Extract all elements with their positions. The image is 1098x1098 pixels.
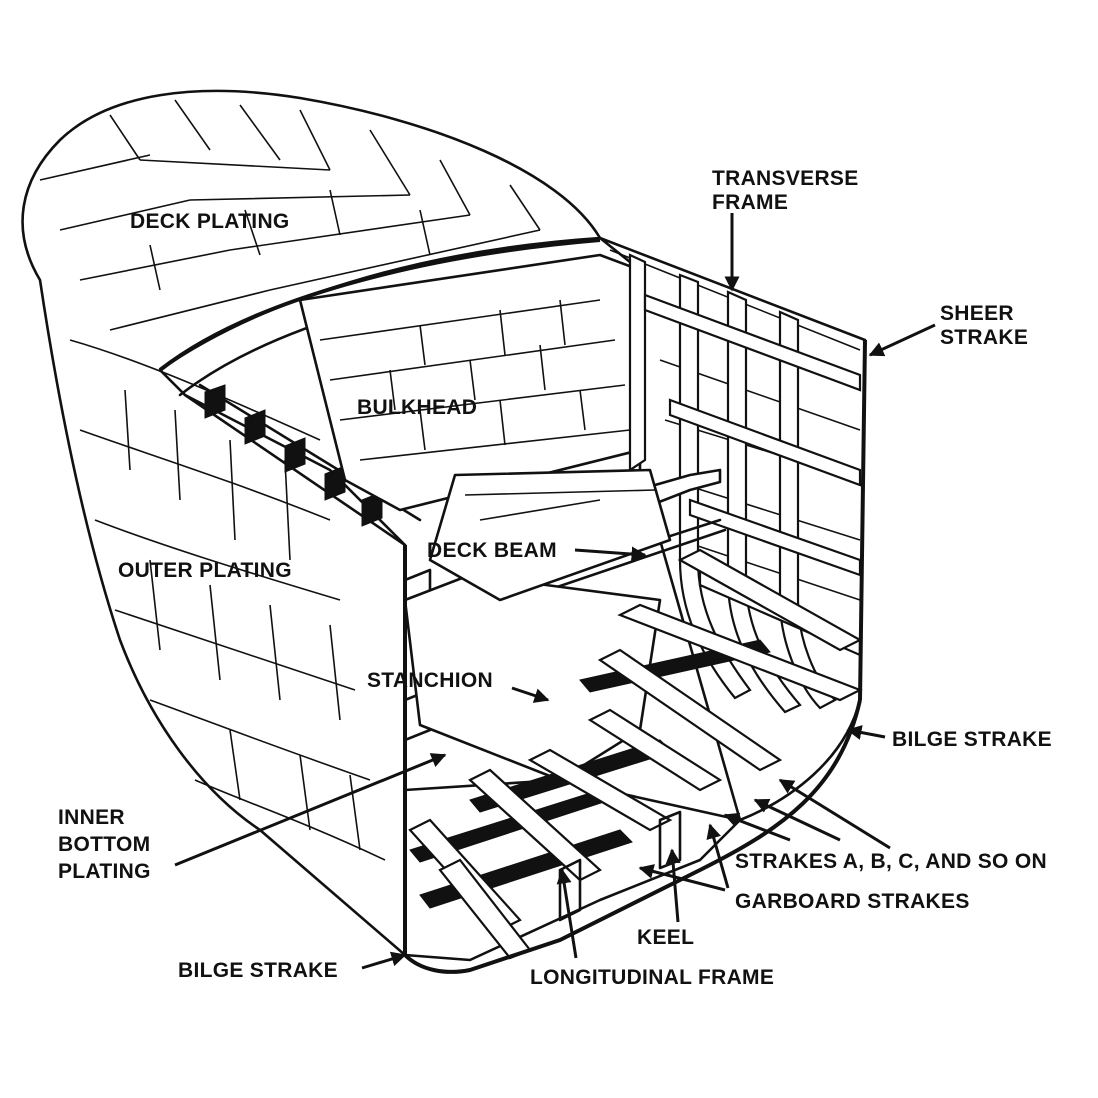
label-outer-plating: OUTER PLATING <box>118 559 292 582</box>
label-strakes-abc: STRAKES A, B, C, AND SO ON <box>735 850 1047 873</box>
outer-plating <box>69 339 386 861</box>
inner-bottom-plating <box>403 468 672 782</box>
label-bilge-strake-left: BILGE STRAKE <box>178 959 338 982</box>
label-sheer-strake-line2: STRAKE <box>940 326 1028 349</box>
label-bulkhead: BULKHEAD <box>357 396 477 419</box>
label-transverse-frame-line1: TRANSVERSE <box>712 167 859 190</box>
label-deck-beam: DECK BEAM <box>427 539 557 562</box>
deck-plating <box>39 99 541 331</box>
label-sheer-strake-line1: SHEER <box>940 302 1014 325</box>
diagram-labels: DECK PLATING TRANSVERSE FRAME SHEER STRA… <box>58 167 1052 989</box>
label-deck-plating: DECK PLATING <box>130 210 290 233</box>
label-stanchion: STANCHION <box>367 669 493 692</box>
label-bilge-strake-right: BILGE STRAKE <box>892 728 1052 751</box>
label-transverse-frame-line2: FRAME <box>712 191 788 214</box>
label-inner-bottom-plating-line3: PLATING <box>58 860 151 883</box>
label-inner-bottom-plating-line1: INNER <box>58 806 125 829</box>
label-longitudinal-frame: LONGITUDINAL FRAME <box>530 966 774 989</box>
label-keel: KEEL <box>637 926 694 949</box>
label-garboard-strakes: GARBOARD STRAKES <box>735 890 970 913</box>
hull-bottom-outline <box>403 339 867 974</box>
label-inner-bottom-plating-line2: BOTTOM <box>58 833 150 856</box>
leader-lines <box>174 213 936 970</box>
